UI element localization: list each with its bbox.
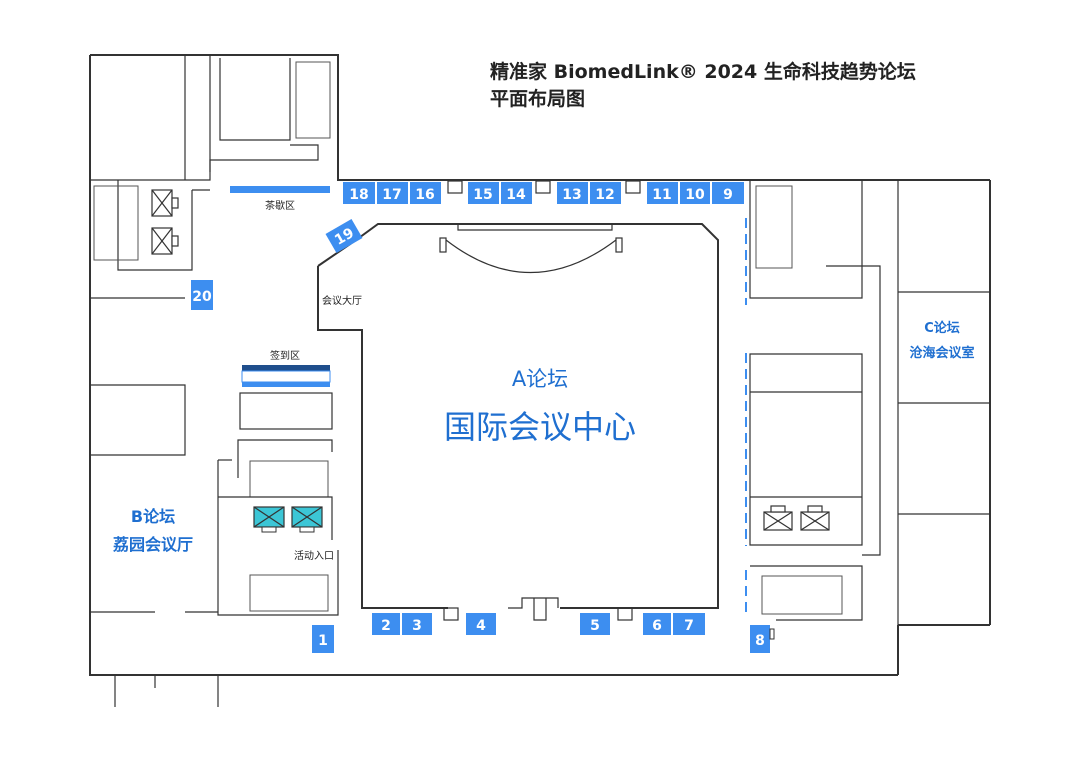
- booth-8-post: [769, 628, 775, 640]
- tea-break-label: 茶歇区: [265, 199, 295, 212]
- stairs-right-bottom: [761, 575, 843, 615]
- booth-2[interactable]: 2: [372, 613, 400, 635]
- plan-title: 精准家 BiomedLink® 2024 生命科技趋势论坛: [490, 60, 916, 83]
- stairs-center-lower: [249, 574, 329, 612]
- svg-text:7: 7: [684, 618, 694, 634]
- activity-entrance-label: 活动入口: [294, 550, 334, 562]
- elevators-left: [151, 189, 179, 255]
- hall-c-forum-label: C论坛: [924, 320, 960, 336]
- hall-b-name-label: 荔园会议厅: [112, 535, 193, 554]
- plan-subtitle: 平面布局图: [490, 87, 585, 110]
- svg-text:1: 1: [318, 633, 328, 649]
- booth-8[interactable]: 8: [750, 625, 770, 653]
- booth-7[interactable]: 7: [673, 613, 705, 635]
- svg-text:4: 4: [476, 618, 486, 634]
- svg-text:17: 17: [382, 187, 401, 203]
- booth-10[interactable]: 10: [680, 182, 710, 204]
- booth-11[interactable]: 11: [647, 182, 678, 204]
- booth-16[interactable]: 16: [410, 182, 441, 204]
- registration-counter: [241, 365, 331, 387]
- hall-c-name-label: 沧海会议室: [909, 345, 974, 361]
- booth-1[interactable]: 1: [312, 625, 334, 653]
- svg-text:14: 14: [506, 187, 526, 203]
- svg-text:8: 8: [755, 633, 765, 649]
- booth-3[interactable]: 3: [402, 613, 432, 635]
- svg-text:9: 9: [723, 187, 733, 203]
- booth-4[interactable]: 4: [466, 613, 496, 635]
- hall-b-forum-label: B论坛: [131, 507, 175, 526]
- activity-elevators: [253, 506, 323, 533]
- center-left-block: [217, 392, 339, 616]
- svg-text:13: 13: [562, 187, 581, 203]
- hall-a-name-label: 国际会议中心: [444, 408, 636, 446]
- lobby-label: 会议大厅: [322, 294, 362, 307]
- elevators-right: [763, 505, 830, 531]
- svg-text:20: 20: [192, 289, 212, 305]
- svg-text:18: 18: [349, 187, 368, 203]
- booth-12[interactable]: 12: [590, 182, 621, 204]
- registration-label: 签到区: [270, 349, 300, 362]
- svg-text:12: 12: [595, 187, 614, 203]
- right-rooms: [749, 180, 990, 625]
- booth-5[interactable]: 5: [580, 613, 610, 635]
- booth-17[interactable]: 17: [377, 182, 408, 204]
- stairs-top: [295, 61, 331, 139]
- stairs-right-top: [755, 185, 793, 269]
- svg-text:2: 2: [381, 618, 391, 634]
- svg-text:10: 10: [685, 187, 705, 203]
- svg-text:3: 3: [412, 618, 422, 634]
- booth-15[interactable]: 15: [468, 182, 499, 204]
- svg-text:5: 5: [590, 618, 600, 634]
- pillars: [443, 180, 641, 621]
- svg-text:11: 11: [652, 187, 671, 203]
- svg-text:6: 6: [652, 618, 662, 634]
- booth-14[interactable]: 14: [501, 182, 532, 204]
- booth-19[interactable]: 19: [325, 218, 363, 254]
- upper-left-rooms: [89, 55, 319, 505]
- booth-6[interactable]: 6: [643, 613, 671, 635]
- booth-9[interactable]: 9: [712, 182, 744, 204]
- tea-break-counter: [230, 186, 330, 193]
- hall-a-forum-label: A论坛: [512, 367, 568, 391]
- stairs-left: [93, 185, 139, 261]
- booth-20[interactable]: 20: [191, 280, 213, 310]
- svg-text:16: 16: [415, 187, 434, 203]
- booth-18[interactable]: 18: [343, 182, 375, 204]
- booth-13[interactable]: 13: [557, 182, 588, 204]
- svg-text:15: 15: [473, 187, 492, 203]
- stairs-center-upper: [249, 460, 329, 498]
